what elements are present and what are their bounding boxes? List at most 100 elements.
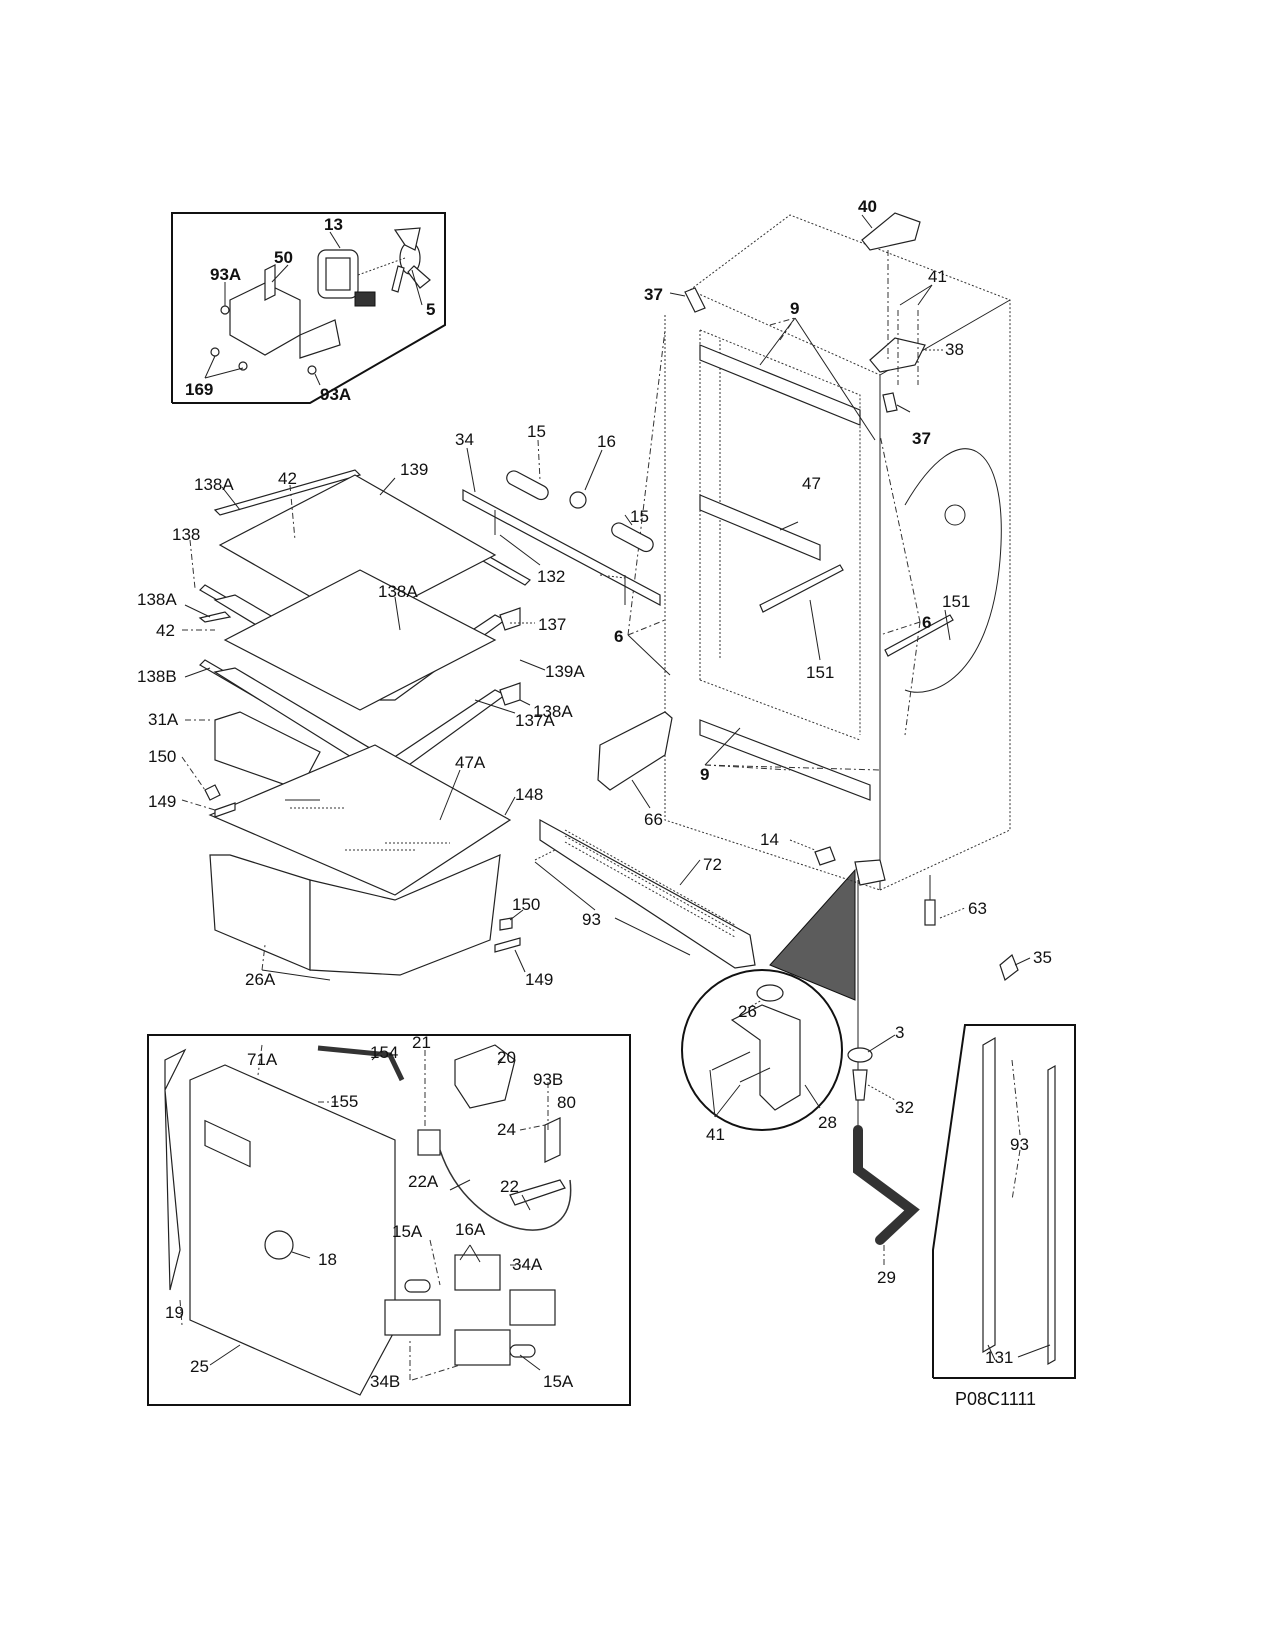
callout-21: 21: [412, 1033, 431, 1052]
callout-9-lower: 9: [700, 765, 709, 784]
callout-93a: 93A: [210, 265, 241, 284]
diagram-code: P08C1111: [955, 1389, 1036, 1409]
callout-47a: 47A: [455, 753, 486, 772]
callout-41-hinge: 41: [706, 1125, 725, 1144]
callout-72: 72: [703, 855, 722, 874]
callout-93a-lower: 93A: [320, 385, 351, 404]
callout-66: 66: [644, 810, 663, 829]
callout-138a-4: 138A: [533, 702, 573, 721]
callout-3: 3: [895, 1023, 904, 1042]
callout-29: 29: [877, 1268, 896, 1287]
callout-15a-2: 15A: [543, 1372, 574, 1391]
inset-rail-box: 93 131: [932, 1024, 1076, 1379]
callout-40: 40: [858, 197, 877, 216]
callout-149: 149: [148, 792, 176, 811]
callout-6: 6: [614, 627, 623, 646]
callout-50: 50: [274, 248, 293, 267]
toe-grille-icon: [539, 818, 756, 969]
callout-22a: 22A: [408, 1172, 439, 1191]
callout-42: 42: [278, 469, 297, 488]
callout-18: 18: [318, 1250, 337, 1269]
cabinet-liner: 40 41 37 9 38 37 47 6 6 151 151 66 9: [597, 197, 1011, 891]
callout-169: 169: [185, 380, 213, 399]
shelf-assembly: 138A 42 139 138 138A 138A 42 137 138B 13…: [137, 460, 585, 989]
top-hinge-cover-icon: [861, 212, 921, 251]
callout-93b: 93B: [533, 1070, 563, 1089]
callout-154: 154: [370, 1043, 398, 1062]
callout-15-right: 15: [630, 507, 649, 526]
light-lens-icon: [384, 1299, 441, 1336]
callout-138a-2: 138A: [137, 590, 177, 609]
callout-15: 15: [527, 422, 546, 441]
callout-139a: 139A: [545, 662, 585, 681]
callout-71a: 71A: [247, 1050, 278, 1069]
callout-80: 80: [557, 1093, 576, 1112]
callout-6-right: 6: [922, 613, 931, 632]
base-assembly: 14 72 93 63 35: [534, 818, 1052, 981]
callout-35: 35: [1033, 948, 1052, 967]
callout-138b: 138B: [137, 667, 177, 686]
callout-26a: 26A: [245, 970, 276, 989]
callout-155: 155: [330, 1092, 358, 1111]
callout-93-rail: 93: [1010, 1135, 1029, 1154]
callout-19: 19: [165, 1303, 184, 1322]
callout-138a-3: 138A: [378, 582, 418, 601]
light-assembly: 34 15 16 15 132: [455, 422, 661, 606]
inset-fan-motor-box: 13 50 93A 5 169 93A: [171, 212, 446, 404]
top-hinge-icon: [869, 250, 926, 385]
callout-5: 5: [426, 300, 435, 319]
callout-34a: 34A: [512, 1255, 543, 1274]
lower-hinge-icon: [854, 859, 886, 886]
wire-clip-icon: [999, 954, 1019, 981]
thermostat-icon: [417, 1129, 441, 1156]
callout-38: 38: [945, 340, 964, 359]
callout-25: 25: [190, 1357, 209, 1376]
callout-138: 138: [172, 525, 200, 544]
callout-13: 13: [324, 215, 343, 234]
callout-16a: 16A: [455, 1220, 486, 1239]
callout-16: 16: [597, 432, 616, 451]
callout-139: 139: [400, 460, 428, 479]
drain-hose-icon: [853, 1125, 920, 1245]
hinge-bushing-icon: [852, 1069, 868, 1101]
housing-cover-icon: [454, 1044, 516, 1109]
callout-151-right: 151: [942, 592, 970, 611]
callout-32: 32: [895, 1098, 914, 1117]
callout-47: 47: [802, 474, 821, 493]
callout-138a: 138A: [194, 475, 234, 494]
fan-blade-icon: [391, 227, 431, 293]
callout-63: 63: [968, 899, 987, 918]
callout-22: 22: [500, 1177, 519, 1196]
callout-37-right: 37: [912, 429, 931, 448]
callout-137a: 137A: [515, 711, 555, 730]
callout-9: 9: [790, 299, 799, 318]
callout-31a: 31A: [148, 710, 179, 729]
fan-motor-icon: [317, 249, 376, 307]
callout-131: 131: [985, 1348, 1013, 1367]
callout-34: 34: [455, 430, 474, 449]
callout-151: 151: [806, 663, 834, 682]
callout-150-2: 150: [512, 895, 540, 914]
callout-14: 14: [760, 830, 779, 849]
thermostat-knob-icon: [264, 1230, 294, 1260]
callout-150: 150: [148, 747, 176, 766]
heater-wire-icon: [317, 1045, 405, 1082]
callout-148: 148: [515, 785, 543, 804]
callout-28: 28: [818, 1113, 837, 1132]
inset-control-box: 71A 154 21 20 155 93B 80 24 22A 22 18 15…: [147, 1033, 631, 1406]
callout-93: 93: [582, 910, 601, 929]
door-switch-icon: [814, 846, 836, 866]
callout-137: 137: [538, 615, 566, 634]
hinge-cap-icon: [847, 1047, 873, 1063]
callout-24: 24: [497, 1120, 516, 1139]
callout-132: 132: [537, 567, 565, 586]
drain-trough-icon: [597, 711, 673, 791]
callout-26: 26: [738, 1002, 757, 1021]
callout-41: 41: [928, 267, 947, 286]
callout-42-2: 42: [156, 621, 175, 640]
callout-149-2: 149: [525, 970, 553, 989]
callout-20: 20: [497, 1048, 516, 1067]
callout-34b: 34B: [370, 1372, 400, 1391]
callout-37: 37: [644, 285, 663, 304]
